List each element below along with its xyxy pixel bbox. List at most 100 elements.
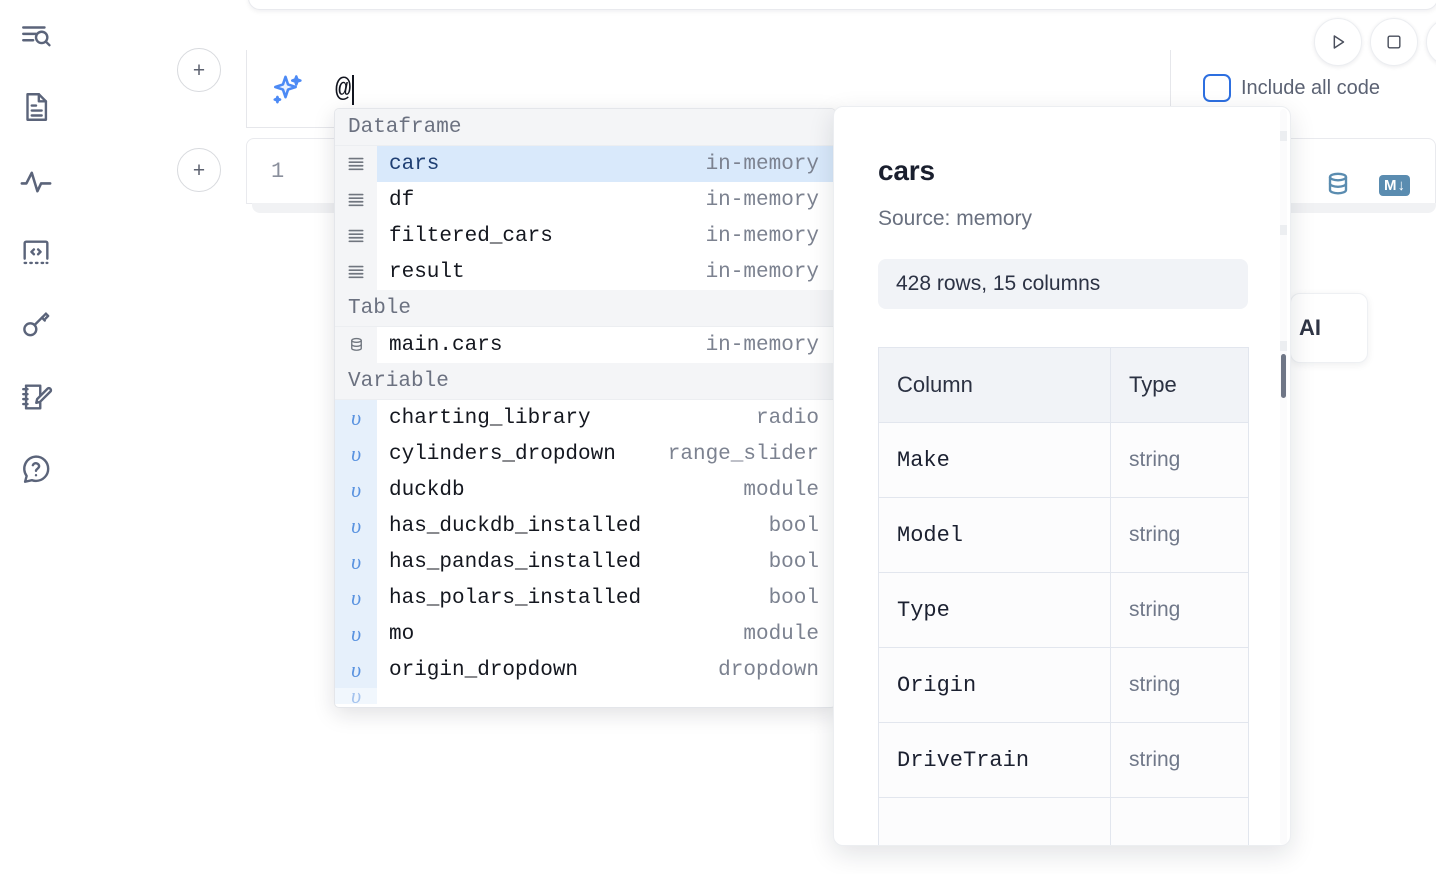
details-panel: cars Source: memory 428 rows, 15 columns… [833, 106, 1291, 846]
include-all-code-row[interactable]: Include all code [1203, 74, 1380, 102]
stop-button[interactable] [1370, 18, 1418, 66]
add-cell-button-top[interactable]: + [177, 48, 221, 92]
autocomplete-item-name: main.cars [389, 333, 503, 357]
column-type-cell: string [1110, 647, 1249, 723]
table-row [878, 797, 1249, 845]
autocomplete-item-type: radio [755, 406, 819, 430]
ai-chip-label: AI [1299, 315, 1321, 340]
include-all-code-checkbox[interactable] [1203, 74, 1231, 102]
autocomplete-item-type: in-memory [705, 188, 819, 212]
code-line-number: 1 [271, 159, 285, 184]
autocomplete-item[interactable]: υ has_polars_installed bool [335, 580, 835, 616]
ai-prompt-value: @ [335, 75, 352, 105]
column-name-cell [878, 797, 1111, 845]
key-icon[interactable] [14, 303, 58, 347]
autocomplete-group-header: Dataframe [335, 109, 835, 146]
variable-upsilon-icon: υ [335, 688, 377, 704]
markdown-badge-arrow: ↓ [1397, 176, 1406, 194]
autocomplete-item-type: in-memory [705, 260, 819, 284]
code-snippets-icon[interactable] [14, 231, 58, 275]
autocomplete-item-type: range_slider [667, 442, 819, 466]
autocomplete-item-name: has_duckdb_installed [389, 514, 642, 538]
details-title: cars [878, 155, 935, 186]
column-name-cell: DriveTrain [878, 722, 1111, 798]
autocomplete-item[interactable]: υ has_pandas_installed bool [335, 544, 835, 580]
autocomplete-group-header: Table [335, 290, 835, 327]
include-all-code-label: Include all code [1241, 76, 1380, 99]
run-button[interactable] [1314, 18, 1362, 66]
more-actions-button[interactable] [1426, 18, 1436, 66]
autocomplete-item-type: bool [768, 550, 819, 574]
ai-prompt-input[interactable]: @ [335, 70, 355, 110]
column-type-cell: string [1110, 497, 1249, 573]
variable-upsilon-icon: υ [335, 652, 377, 688]
dataframe-rows-icon [335, 218, 377, 254]
markdown-icon[interactable]: M↓ [1379, 174, 1410, 196]
autocomplete-item-name: cylinders_dropdown [389, 442, 616, 466]
scratchpad-edit-icon[interactable] [14, 375, 58, 419]
autocomplete-item[interactable]: main.cars in-memory [335, 327, 835, 363]
autocomplete-item-name: origin_dropdown [389, 658, 579, 682]
autocomplete-item-name: result [389, 260, 465, 284]
autocomplete-item[interactable]: υ origin_dropdown dropdown [335, 652, 835, 688]
autocomplete-item-type: module [743, 622, 819, 646]
autocomplete-item[interactable]: result in-memory [335, 254, 835, 290]
column-type-cell [1110, 797, 1249, 845]
autocomplete-item-name: duckdb [389, 478, 465, 502]
autocomplete-item-type: bool [768, 514, 819, 538]
autocomplete-group-header: Variable [335, 363, 835, 400]
details-scrollbar[interactable] [1280, 109, 1287, 845]
autocomplete-item-name: cars [389, 152, 440, 176]
cell-toolbar: M↓ [1323, 170, 1410, 200]
variable-upsilon-icon: υ [335, 616, 377, 652]
dataframe-rows-icon [335, 254, 377, 290]
markdown-badge-letter: M [1384, 176, 1397, 194]
document-icon[interactable] [14, 85, 58, 129]
variable-upsilon-icon: υ [335, 544, 377, 580]
variable-upsilon-icon: υ [335, 400, 377, 436]
column-name-cell: Model [878, 497, 1111, 573]
activity-pulse-icon[interactable] [14, 160, 58, 204]
variable-upsilon-icon: υ [335, 472, 377, 508]
ai-chip[interactable]: AI [1290, 293, 1368, 363]
autocomplete-item-type: dropdown [718, 658, 819, 682]
dataframe-rows-icon [335, 146, 377, 182]
database-icon[interactable] [1323, 170, 1353, 200]
table-header-cell: Type [1110, 347, 1249, 423]
column-type-cell: string [1110, 422, 1249, 498]
autocomplete-item-type: in-memory [705, 333, 819, 357]
details-scrollbar-thumb[interactable] [1281, 354, 1286, 398]
autocomplete-item-type: module [743, 478, 819, 502]
autocomplete-item-type: bool [768, 586, 819, 610]
help-chat-icon[interactable] [14, 447, 58, 491]
autocomplete-item[interactable]: υ [335, 688, 835, 704]
left-icon-rail [0, 0, 72, 874]
autocomplete-item-name: has_polars_installed [389, 586, 642, 610]
table-header-cell: Column [878, 347, 1111, 423]
column-name-cell: Make [878, 422, 1111, 498]
file-explorer-search-icon[interactable] [14, 14, 58, 58]
autocomplete-item-name: has_pandas_installed [389, 550, 642, 574]
autocomplete-item-name: mo [389, 622, 415, 646]
add-cell-button-bottom[interactable]: + [177, 148, 221, 192]
column-type-cell: string [1110, 722, 1249, 798]
variable-upsilon-icon: υ [335, 580, 377, 616]
details-source: Source: memory [878, 207, 1033, 230]
ai-sparkle-icon [269, 72, 305, 108]
